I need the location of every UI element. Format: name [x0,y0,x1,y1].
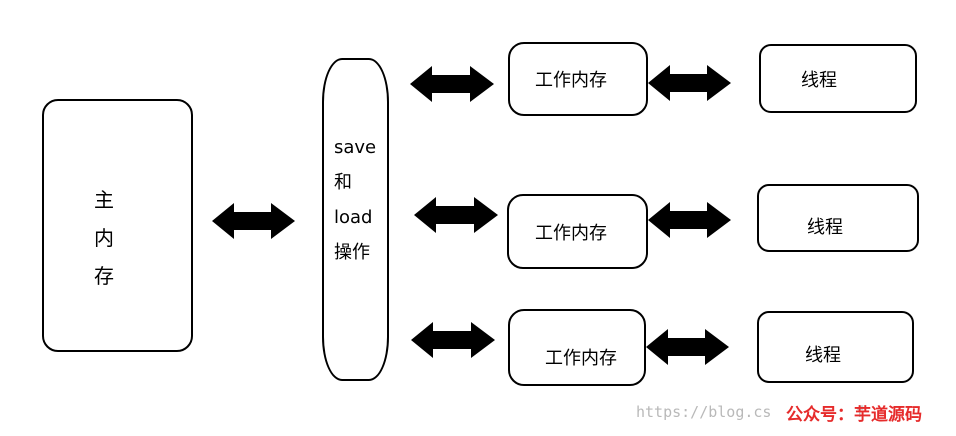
working-memory-box-3: 工作内存 [508,309,646,386]
double-arrow-wm-thread-1 [648,65,731,101]
double-arrow-main-saveload [212,203,295,239]
working-memory-label-2: 工作内存 [535,223,607,244]
working-memory-box-1: 工作内存 [508,42,648,116]
save-load-label: save 和 load 操作 [334,137,377,263]
thread-label-3: 线程 [805,345,841,366]
thread-box-3: 线程 [757,311,914,383]
watermark-url-tail: f [855,403,865,421]
thread-box-1: 线程 [759,44,917,113]
save-load-box: save 和 load 操作 [322,58,389,381]
working-memory-box-2: 工作内存 [507,194,648,269]
watermark-url: https://blog.cs [636,403,772,421]
thread-label-1: 线程 [801,70,837,91]
double-arrow-wm-thread-2 [648,202,731,238]
working-memory-label-3: 工作内存 [545,348,617,369]
main-memory-label: 主 内 存 [94,188,114,288]
thread-label-2: 线程 [807,217,843,238]
double-arrow-saveload-wm-2 [414,197,498,233]
working-memory-label-1: 工作内存 [535,70,607,91]
thread-box-2: 线程 [757,184,919,252]
watermark-wechat: 公众号：芋道源码 [786,405,922,425]
double-arrow-wm-thread-3 [646,329,729,365]
double-arrow-saveload-wm-3 [411,322,495,358]
double-arrow-saveload-wm-1 [410,66,494,102]
main-memory-box: 主 内 存 [42,99,193,352]
